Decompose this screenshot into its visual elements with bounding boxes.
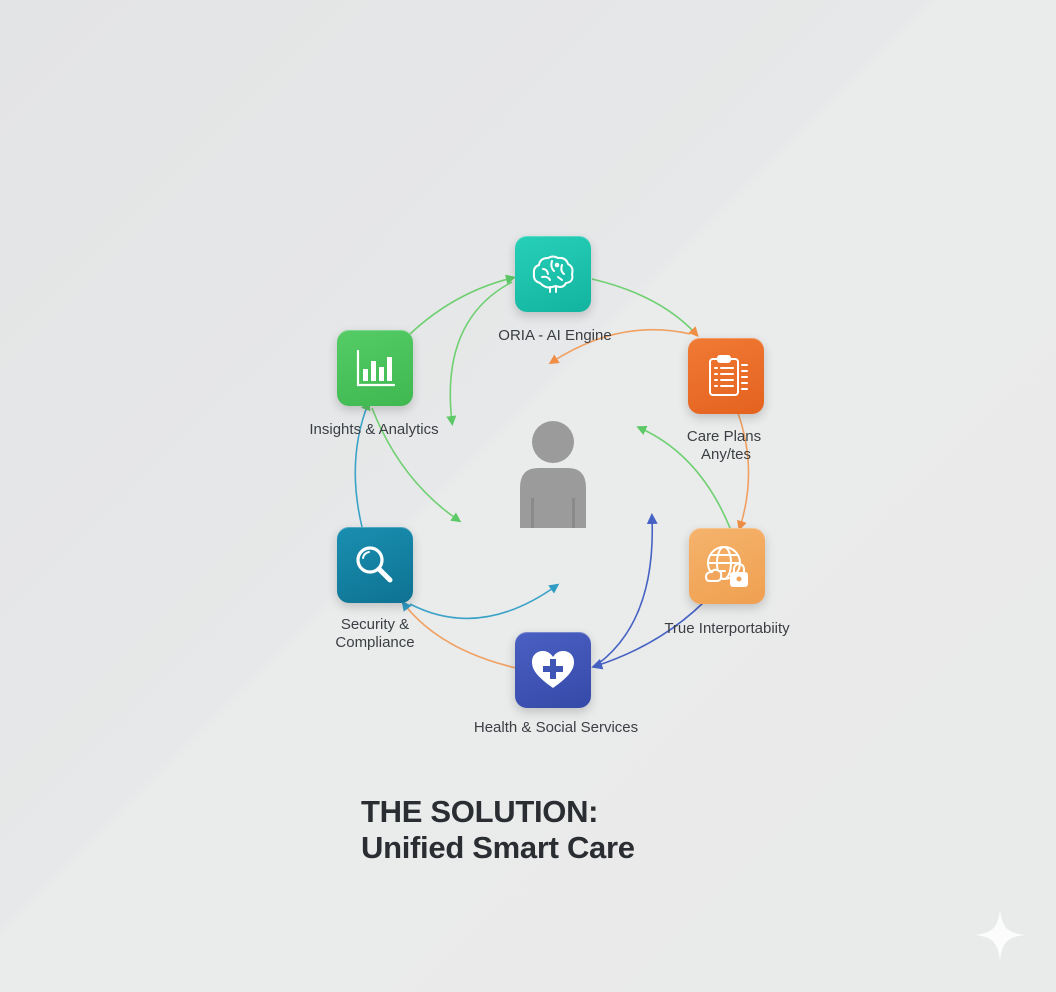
arrow-security-to-insights [354,400,371,528]
arrow-security-to-center [409,583,560,620]
arrow-ai-to-center [446,281,513,426]
brain-icon [532,255,574,293]
globe-lock-icon [705,546,748,587]
heart-plus-icon [532,651,574,688]
arrow-interop-to-center [636,425,731,529]
interoperability-node[interactable] [689,528,765,604]
health-services-label: Health & Social Services [473,719,639,736]
care-plans-label-line1: Care Plans [686,428,762,445]
care-plans-node[interactable] [688,338,764,414]
interoperability-label: True Interportabiity [664,620,790,637]
security-compliance-node[interactable] [337,527,413,603]
security-compliance-label-line2: Compliance [335,634,415,651]
title-line1: THE SOLUTION: [361,794,599,829]
arrow-interop-to-health [591,601,705,670]
arrow-ai-to-careplans [591,278,699,337]
ai-engine-node[interactable] [515,236,591,312]
clipboard-icon [709,355,748,396]
health-services-node[interactable] [515,632,591,708]
security-compliance-label-line1: Security & [340,616,410,633]
arrow-careplans-to-center [548,329,691,365]
sparkle-icon [975,909,1025,961]
arrow-insights-to-center [371,407,462,523]
insights-analytics-node[interactable] [337,330,413,406]
page-title: THE SOLUTION: Unified Smart Care [361,794,635,866]
arrow-health-to-center [597,513,658,665]
title-line2: Unified Smart Care [361,830,635,865]
insights-analytics-label: Insights & Analytics [309,421,439,438]
arrow-insights-to-ai [409,274,516,335]
arrow-careplans-to-interop [737,412,750,531]
magnifier-icon [356,546,393,583]
ai-engine-label: ORIA - AI Engine [498,327,612,344]
care-plans-label-line2: Any/tes [700,446,752,463]
person-icon [520,421,586,528]
arrow-health-to-security [401,600,517,669]
bar-chart-icon [356,349,396,387]
